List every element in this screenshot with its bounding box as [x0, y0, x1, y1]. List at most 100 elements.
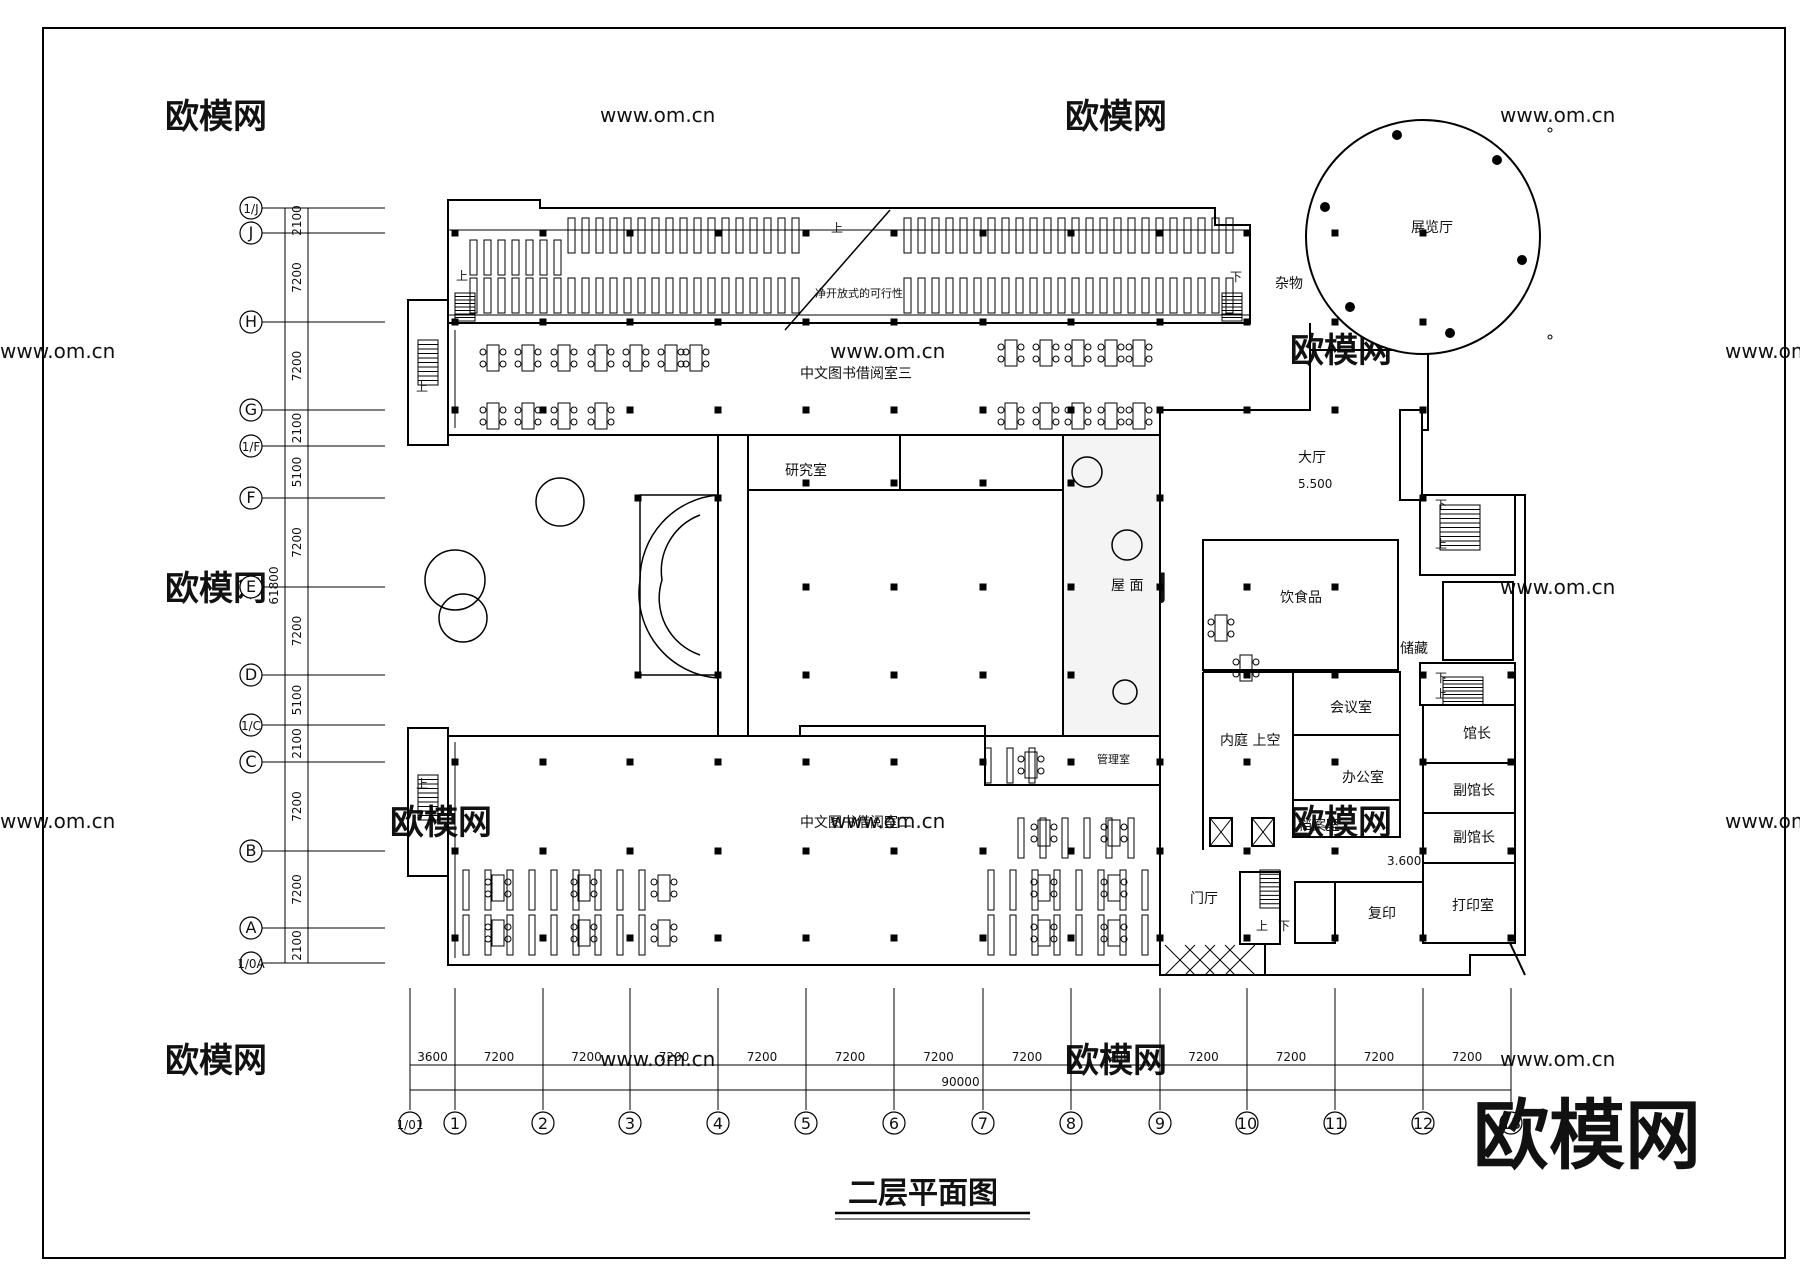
row-spacing-label: 7200	[290, 262, 304, 293]
chair	[479, 348, 487, 356]
table	[1239, 654, 1253, 682]
shelf	[931, 277, 940, 314]
chair	[1037, 767, 1045, 775]
row-axis-label: 1/F	[242, 440, 261, 454]
chair	[1097, 406, 1105, 414]
chair	[1227, 630, 1235, 638]
column-axis-bubble	[531, 1111, 555, 1135]
row-axis-label: B	[246, 841, 257, 860]
table	[1107, 819, 1121, 847]
column	[1419, 934, 1427, 942]
column-spacing-label: 7200	[835, 1050, 866, 1064]
shelf	[679, 217, 688, 254]
shelf	[1015, 217, 1024, 254]
chair	[1100, 823, 1108, 831]
column	[1419, 671, 1427, 679]
shelf	[497, 277, 506, 314]
column	[979, 318, 987, 326]
shelf	[973, 277, 982, 314]
shelf	[1225, 277, 1234, 314]
entrance-canopy-hatch	[1164, 944, 1256, 976]
chair	[702, 360, 710, 368]
chair	[650, 923, 658, 931]
table	[664, 344, 678, 372]
table	[521, 402, 535, 430]
column	[1331, 583, 1339, 591]
shelf	[525, 277, 534, 314]
room-label: 副馆长	[1453, 783, 1495, 799]
shelf	[1183, 217, 1192, 254]
shelf	[528, 914, 536, 956]
table	[1004, 402, 1018, 430]
chair	[570, 935, 578, 943]
shelf	[1211, 217, 1220, 254]
chair	[997, 418, 1005, 426]
table	[657, 874, 671, 902]
shelf	[637, 277, 646, 314]
table	[577, 919, 591, 947]
column	[979, 583, 987, 591]
shelf	[1043, 277, 1052, 314]
chair	[570, 348, 578, 356]
shelf	[1113, 277, 1122, 314]
room-label: 饮食品	[1280, 589, 1322, 606]
room-label: 杂物	[1275, 276, 1303, 292]
stair-well	[1259, 869, 1281, 909]
shelf	[1039, 817, 1047, 859]
column-axis-bubble	[618, 1111, 642, 1135]
row-spacing-label: 2100	[290, 728, 304, 759]
column	[1331, 847, 1339, 855]
column	[1419, 847, 1427, 855]
column-axis-bubble	[1059, 1111, 1083, 1135]
row-spacing-label: 2100	[290, 205, 304, 236]
column	[1243, 583, 1251, 591]
column	[626, 406, 634, 414]
chair	[1017, 355, 1025, 363]
shelf	[581, 277, 590, 314]
chair	[590, 890, 598, 898]
chair	[550, 406, 558, 414]
shelf	[1009, 869, 1017, 911]
watermark: 欧模网	[1065, 1041, 1167, 1081]
column	[1067, 479, 1075, 487]
row-spacing-label: 7200	[290, 351, 304, 382]
shelf	[1075, 914, 1083, 956]
column	[539, 934, 547, 942]
chair	[650, 890, 658, 898]
column	[451, 847, 459, 855]
chair	[534, 418, 542, 426]
column	[1243, 671, 1251, 679]
column	[1067, 583, 1075, 591]
watermark: www.om.cn	[830, 339, 945, 363]
shelf	[959, 277, 968, 314]
chair	[1030, 935, 1038, 943]
row-axis-label: J	[248, 223, 254, 242]
shelf	[987, 869, 995, 911]
shelf	[1141, 217, 1150, 254]
column	[1243, 229, 1251, 237]
chair	[1125, 355, 1133, 363]
chair	[590, 923, 598, 931]
column	[802, 583, 810, 591]
room-label: 净开放式的可行性	[815, 286, 903, 300]
chair	[677, 360, 685, 368]
row-spacing-label: 5100	[290, 685, 304, 716]
column	[451, 934, 459, 942]
shelf	[651, 217, 660, 254]
row-axis-label: H	[245, 312, 257, 331]
shelf	[638, 869, 646, 911]
shelf	[623, 277, 632, 314]
chair	[650, 935, 658, 943]
shelf	[462, 869, 470, 911]
shelf	[1057, 217, 1066, 254]
watermark: www.om.cn	[0, 339, 115, 363]
chair	[570, 360, 578, 368]
column	[1507, 671, 1515, 679]
shelf	[553, 277, 562, 314]
chair	[1052, 406, 1060, 414]
shelf	[903, 217, 912, 254]
stair-direction-mark: 下	[1435, 671, 1447, 685]
shelf	[506, 869, 514, 911]
chair	[1084, 418, 1092, 426]
chair	[1037, 755, 1045, 763]
